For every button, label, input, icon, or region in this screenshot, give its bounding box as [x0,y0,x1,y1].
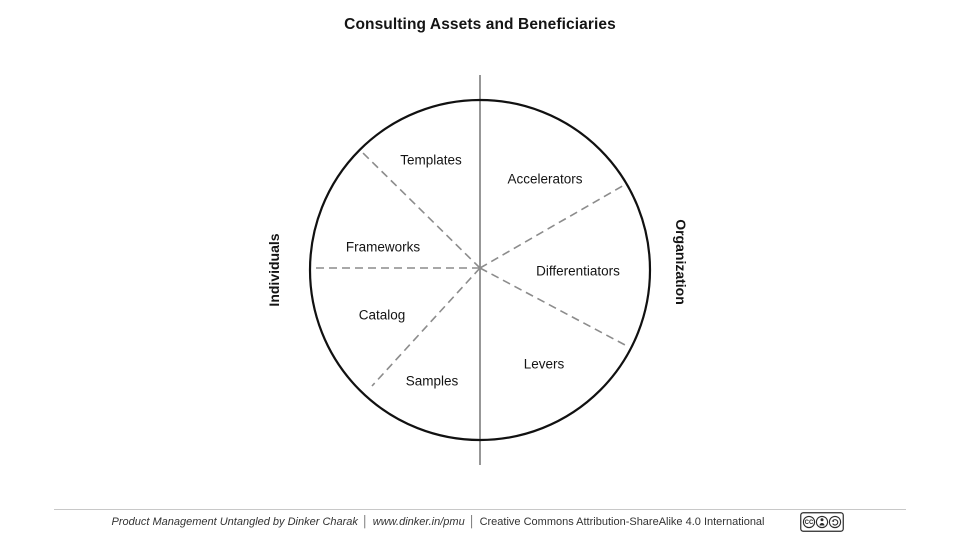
page-title: Consulting Assets and Beneficiaries [344,16,616,33]
sector-divider-lines [312,151,628,387]
divider-upper-right-line [479,183,627,269]
footer-url-text: www.dinker.in/pmu [372,516,465,528]
segment-label-accelerators: Accelerators [507,171,583,187]
footer-separator: │ [361,516,369,528]
segment-label-templates: Templates [400,152,462,168]
by-icon [815,515,829,529]
footer-divider-line [54,509,906,510]
segment-label-differentiators: Differentiators [536,263,620,279]
svg-text:CC: CC [805,520,814,526]
right-axis-label-organization: Organization [673,219,689,305]
footer-credit-text: Product Management Untangled by Dinker C… [111,516,358,528]
footer-license-text: Creative Commons Attribution-ShareAlike … [479,516,765,528]
segment-label-frameworks: Frameworks [345,239,421,255]
footer-separator: │ [468,516,476,528]
divider-lower-left-line [371,267,481,387]
segment-label-levers: Levers [523,356,565,372]
footer-attribution: Product Management Untangled by Dinker C… [0,516,876,528]
divider-upper-left-line [361,151,481,269]
cc-by-sa-badge: CC [800,512,844,532]
main-circle [308,98,652,442]
segment-label-samples: Samples [405,373,459,389]
segment-label-catalog: Catalog [358,307,406,323]
divider-lower-right-line [479,267,628,347]
left-axis-label-individuals: Individuals [266,233,282,307]
cc-icon: CC [802,515,816,529]
